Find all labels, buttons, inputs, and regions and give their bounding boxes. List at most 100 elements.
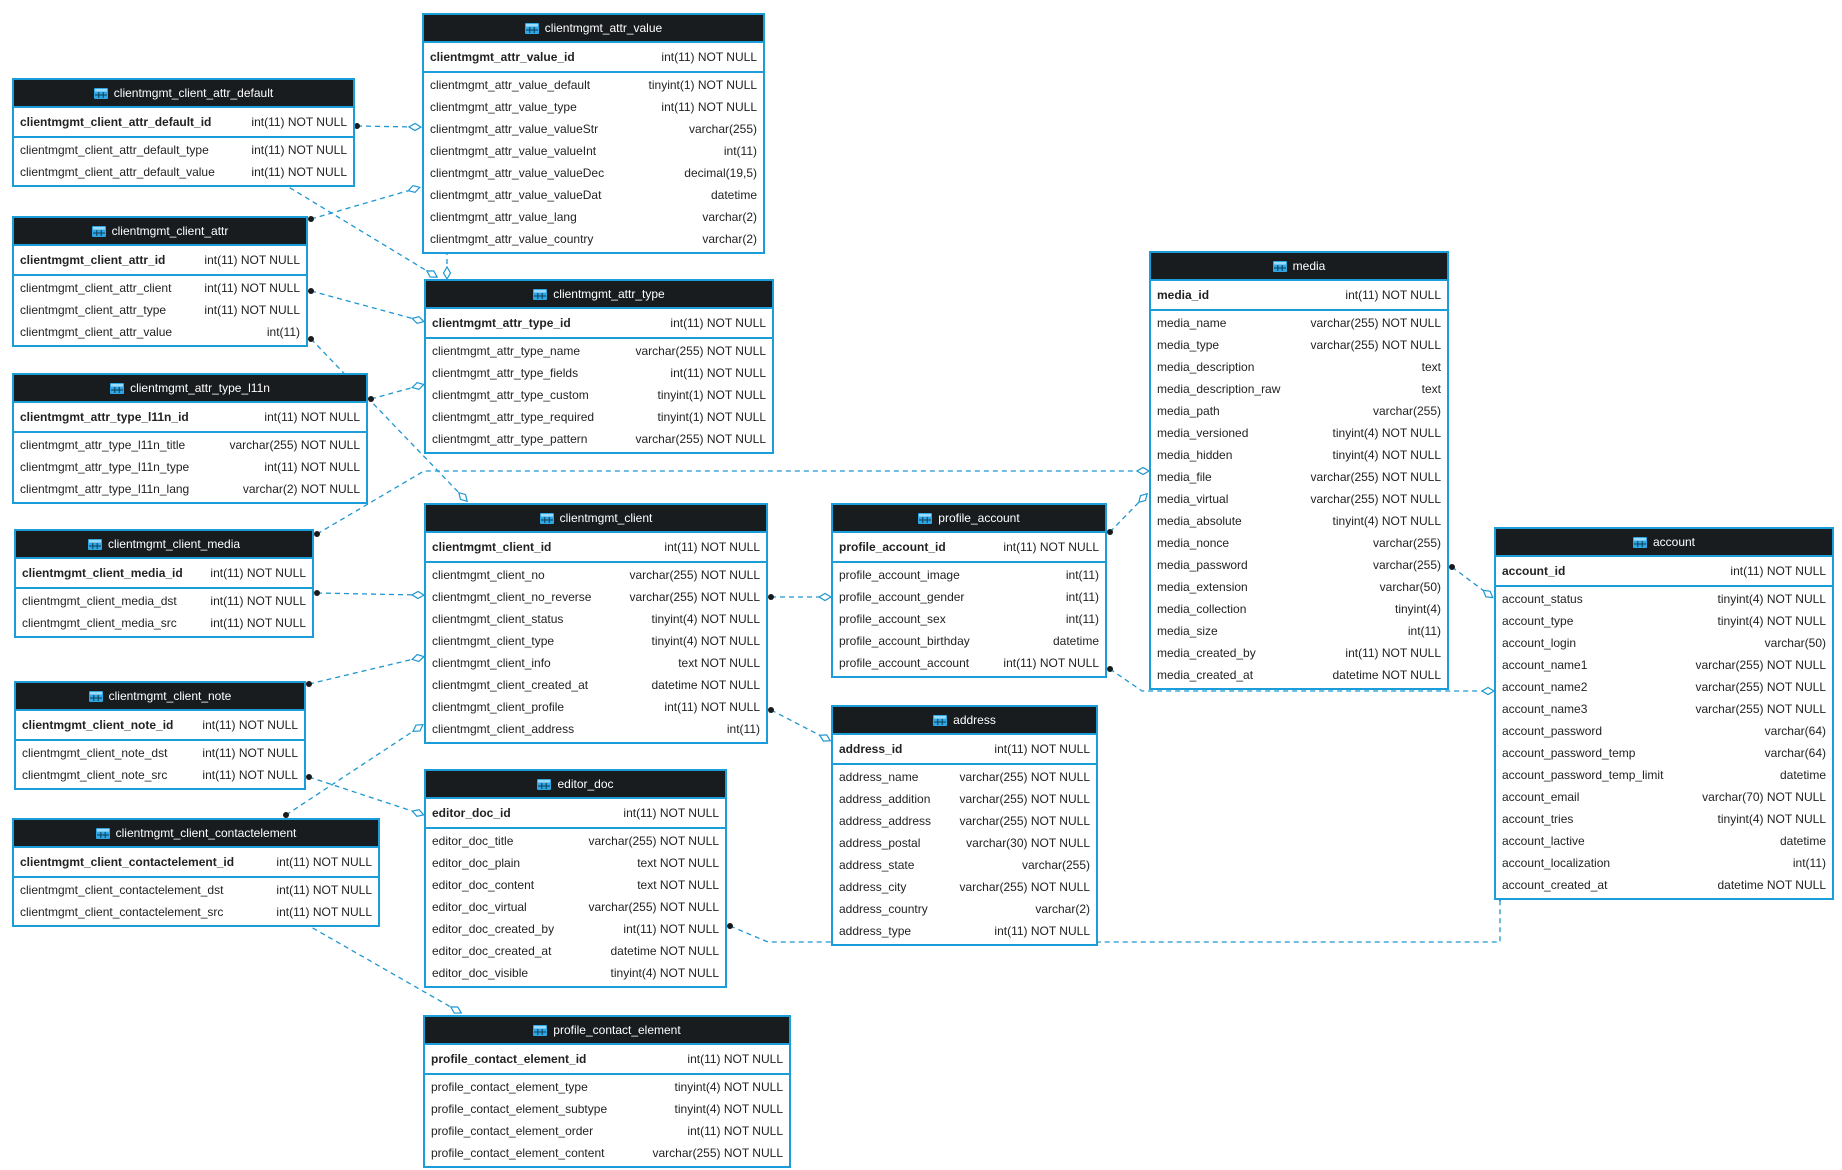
table-header-account[interactable]: account (1496, 529, 1832, 557)
table-header-clientmgmt_client_contactelement[interactable]: clientmgmt_client_contactelement (14, 820, 378, 848)
table-header-clientmgmt_client_note[interactable]: clientmgmt_client_note (16, 683, 304, 711)
table-header-clientmgmt_attr_value[interactable]: clientmgmt_attr_value (424, 15, 763, 43)
table-header-clientmgmt_client_media[interactable]: clientmgmt_client_media (16, 531, 312, 559)
table-header-address[interactable]: address (833, 707, 1096, 735)
table-clientmgmt_client_contactelement[interactable]: clientmgmt_client_contactelement clientmg… (12, 818, 380, 927)
table-clientmgmt_attr_value[interactable]: clientmgmt_attr_value clientmgmt_attr_val… (422, 13, 765, 254)
table-clientmgmt_attr_type_l11n[interactable]: clientmgmt_attr_type_l11n clientmgmt_attr… (12, 373, 368, 504)
table-header-media[interactable]: media (1151, 253, 1447, 281)
table-header-clientmgmt_attr_type_l11n[interactable]: clientmgmt_attr_type_l11n (14, 375, 366, 403)
table-header-clientmgmt_client_attr[interactable]: clientmgmt_client_attr (14, 218, 306, 246)
